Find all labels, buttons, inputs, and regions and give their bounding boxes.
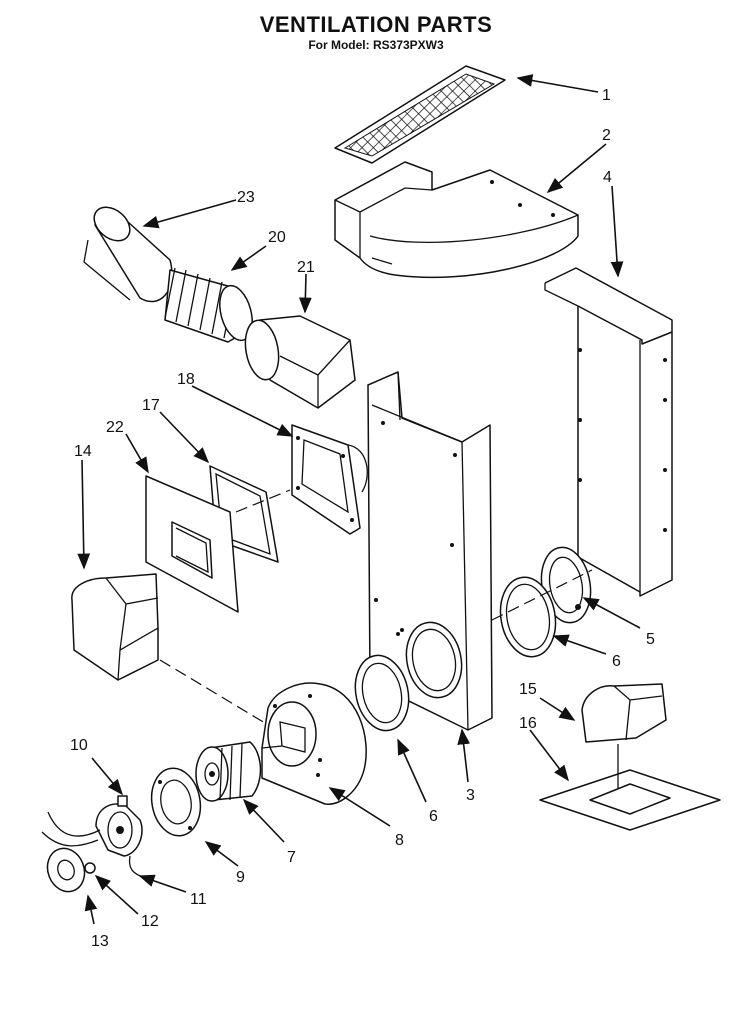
part-16-base-plate [539,744,721,831]
callout-1: 1 [602,87,611,104]
callout-18: 18 [177,371,195,388]
callout-9: 9 [236,869,245,886]
part-14-elbow [71,573,159,681]
callout-8: 8 [395,832,404,849]
callout-13: 13 [91,933,109,950]
part-10-screw [117,795,128,807]
part-9-motor-plate [150,767,202,837]
alignment-line-left [159,659,271,727]
part-2-top-plate [334,161,579,279]
part-7-blower-wheel [195,741,262,802]
callout-16: 16 [519,715,537,732]
page-title: VENTILATION PARTS [259,12,493,37]
callout-4: 4 [603,169,612,186]
part-18-adapter [291,424,368,535]
part-15-elbow [581,683,667,743]
callout-23: 23 [237,189,255,206]
callout-21: 21 [297,259,315,276]
callout-11: 11 [190,891,207,908]
alignment-line-mid [235,489,291,513]
callout-labels: 1 2 4 23 20 21 18 17 22 14 5 6 15 16 10 … [70,87,655,950]
callout-10: 10 [70,737,88,754]
part-20-flex-duct [164,267,253,343]
part-6-gasket-right [499,576,557,658]
callout-6-right: 6 [612,653,621,670]
part-22-plate [145,475,239,613]
model-subtitle: For Model: RS373PXW3 [308,38,444,52]
callout-7: 7 [287,849,296,866]
part-12-nut [84,862,96,874]
part-1-grille [334,65,506,164]
leader-lines [77,74,641,925]
callout-2: 2 [602,127,611,144]
part-23-cylinder [83,206,173,303]
callout-14: 14 [74,443,92,460]
callout-3: 3 [466,787,475,804]
part-8-blower-housing [261,682,367,805]
part-13-bracket [46,847,86,893]
part-21-transition [244,315,356,409]
callout-15: 15 [519,681,537,698]
callout-6-center: 6 [429,808,438,825]
callout-17: 17 [142,397,160,414]
alignment-line-right [491,569,593,621]
part-6-gasket-center [354,654,410,732]
callout-5: 5 [646,631,655,648]
callout-22: 22 [106,419,124,436]
part-11-motor [41,803,147,879]
callout-20: 20 [268,229,286,246]
part-4-rear-panel [544,267,673,597]
callout-12: 12 [141,913,159,930]
